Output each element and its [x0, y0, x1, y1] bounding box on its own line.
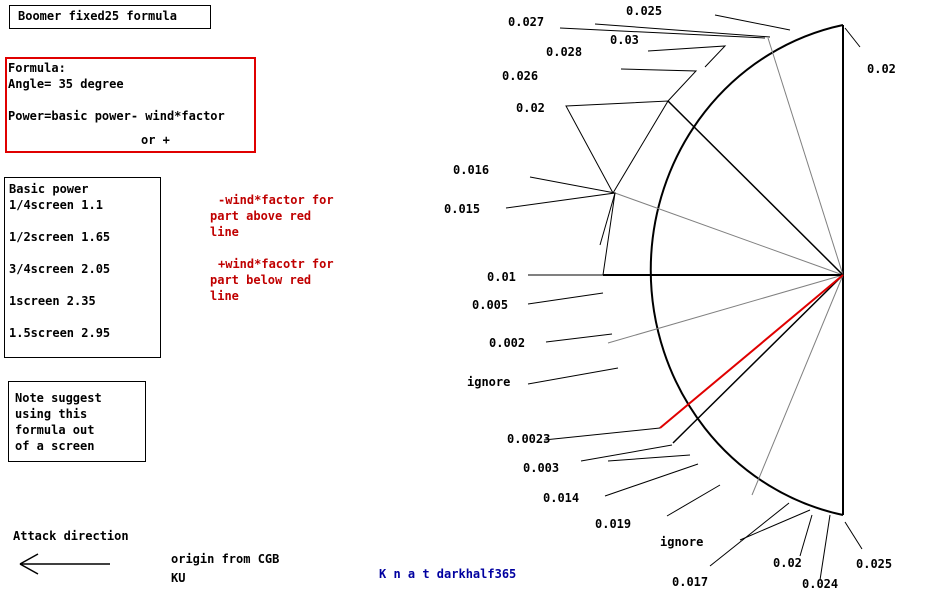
formula-heading: Formula:	[8, 61, 66, 75]
credit-label: K n a t darkhalf365	[379, 567, 517, 581]
formula-angle: Angle= 35 degree	[8, 77, 124, 91]
leader-line	[505, 192, 616, 276]
note-line: formula out	[15, 423, 95, 437]
factor-label: 0.002	[489, 336, 525, 350]
factor-label: 0.024	[802, 577, 838, 591]
factor-label: 0.027	[508, 15, 544, 29]
leader-line	[543, 427, 661, 441]
factor-label: 0.02	[867, 62, 896, 76]
leader-line	[799, 514, 813, 557]
leader-line	[620, 68, 698, 102]
leader-line	[714, 14, 791, 31]
factor-label: 0.016	[453, 163, 489, 177]
factor-label: 0.015	[444, 202, 480, 216]
wind-minus-note-line: line	[210, 225, 239, 239]
red-reference-line	[659, 274, 844, 429]
wind-minus-note-line: part above red	[210, 209, 312, 223]
page-title: Boomer fixed25 formula	[18, 9, 177, 23]
leader-line	[580, 444, 673, 462]
leader-line	[666, 484, 721, 517]
radius-line	[607, 274, 844, 344]
leader-line	[844, 27, 861, 48]
note-line: Note suggest	[15, 391, 102, 405]
basic-power-row: 1/2screen 1.65	[9, 230, 111, 244]
basic-power-row: 1.5screen 2.95	[9, 326, 111, 340]
origin-label: origin from CGB	[171, 552, 280, 566]
leader-line	[647, 45, 727, 68]
origin-label: KU	[171, 571, 186, 585]
leader-line	[844, 521, 863, 550]
leader-line	[559, 27, 766, 39]
leader-line	[819, 514, 831, 581]
leader-line	[527, 367, 619, 385]
leader-line	[594, 23, 771, 38]
factor-label: 0.02	[773, 556, 802, 570]
radius-line	[614, 192, 844, 276]
radius-line	[751, 274, 844, 496]
factor-label: 0.0023	[507, 432, 550, 446]
leader-line	[604, 463, 699, 497]
factor-label: 0.01	[487, 270, 516, 284]
factor-label: 0.028	[546, 45, 582, 59]
radius-line	[767, 37, 844, 276]
factor-label: 0.005	[472, 298, 508, 312]
note-box: Note suggest using this formula out of a…	[8, 381, 146, 462]
factor-label: 0.025	[856, 557, 892, 571]
basic-power-box: Basic power 1/4screen 1.1 1/2screen 1.65…	[4, 177, 161, 358]
title-box: Boomer fixed25 formula	[9, 5, 211, 29]
radius-line	[667, 100, 844, 276]
wind-minus-note-line: -wind*factor for	[218, 193, 334, 207]
factor-label: ignore	[467, 375, 510, 389]
factor-label: 0.025	[626, 4, 662, 18]
factor-label: 0.03	[610, 33, 639, 47]
factor-label: 0.003	[523, 461, 559, 475]
wind-plus-note-line: line	[210, 289, 239, 303]
formula-power: Power=basic power- wind*factor	[8, 109, 225, 123]
factor-label: 0.019	[595, 517, 631, 531]
radius-line	[672, 274, 844, 444]
note-line: of a screen	[15, 439, 95, 453]
factor-label: 0.026	[502, 69, 538, 83]
factor-label: ignore	[660, 535, 703, 549]
leader-line	[607, 454, 691, 462]
factor-label: 0.017	[672, 575, 708, 589]
wind-plus-note-line: part below red	[210, 273, 312, 287]
semicircle-arc	[649, 24, 844, 516]
basic-power-heading: Basic power	[9, 182, 89, 196]
basic-power-row: 1screen 2.35	[9, 294, 96, 308]
factor-label: 0.02	[516, 101, 545, 115]
leader-line	[739, 509, 811, 541]
leader-line	[709, 502, 790, 567]
basic-power-row: 1/4screen 1.1	[9, 198, 103, 212]
formula-box: Formula: Angle= 35 degree Power=basic po…	[5, 57, 256, 153]
leader-line	[527, 292, 604, 305]
basic-power-row: 3/4screen 2.05	[9, 262, 111, 276]
formula-alt: or +	[141, 133, 170, 147]
note-line: using this	[15, 407, 88, 421]
wind-plus-note-line: +wind*facotr for	[218, 257, 334, 271]
leader-line	[529, 176, 616, 246]
leader-line	[565, 100, 669, 195]
leader-line	[545, 333, 613, 343]
attack-direction-label: Attack direction	[13, 529, 129, 543]
factor-label: 0.014	[543, 491, 579, 505]
